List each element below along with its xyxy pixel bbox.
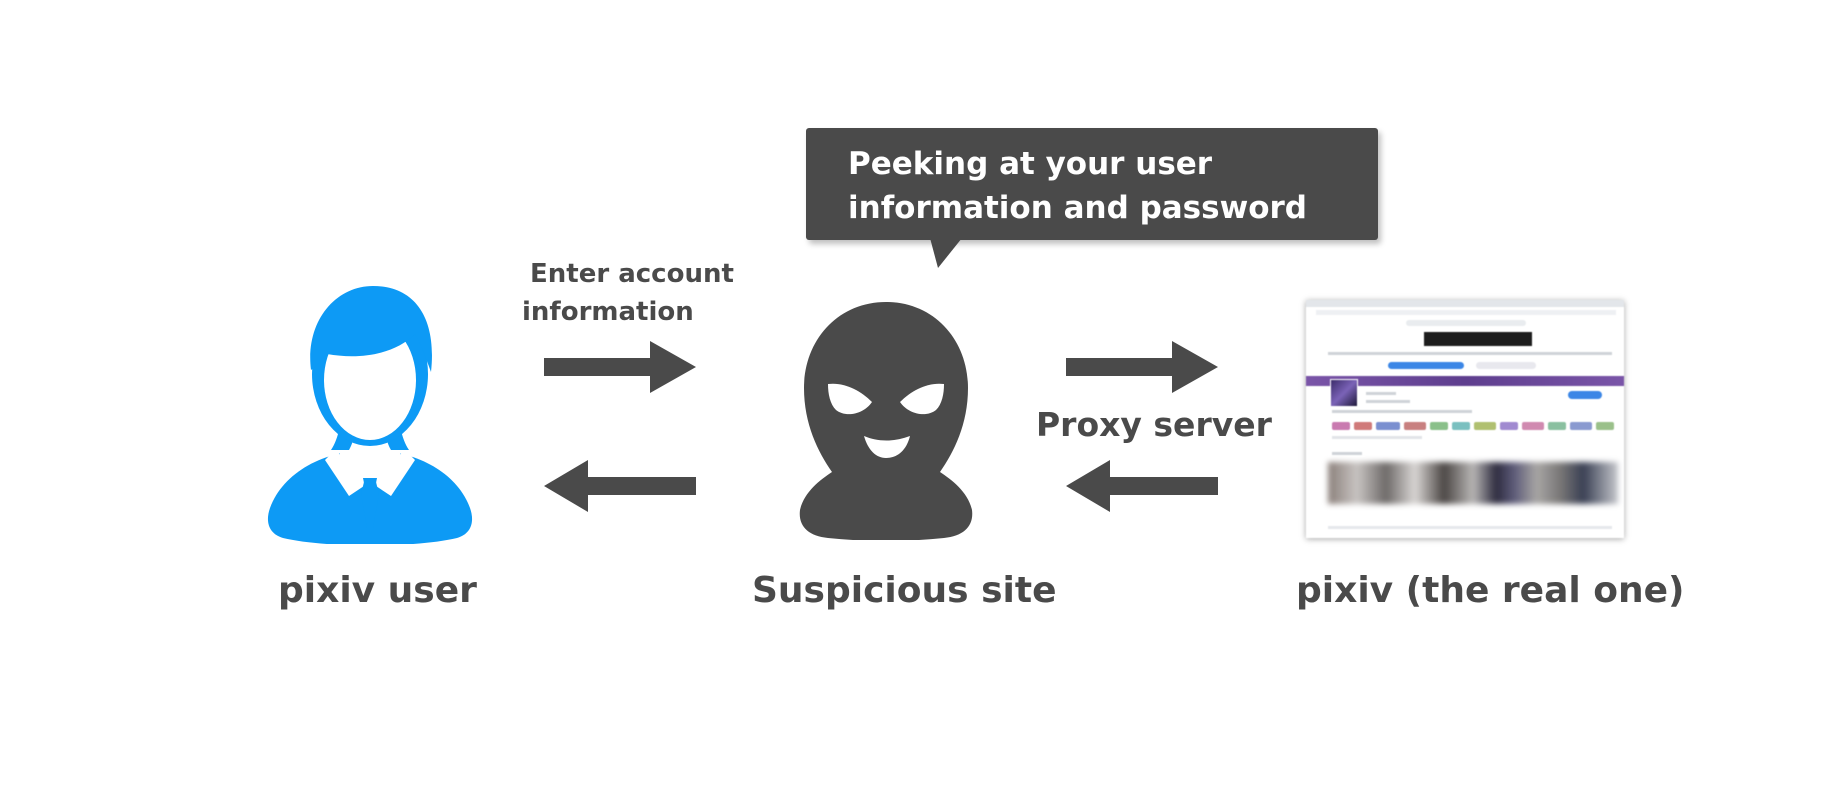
enter-account-line-1: Enter account [530,259,734,289]
speech-bubble-line-2: information and password [848,190,1307,226]
proxy-arrow-left-icon [1066,460,1218,512]
speech-bubble-tail [930,238,962,268]
proxy-server-label: Proxy server [1036,405,1272,444]
proxy-arrow-right-icon [1066,341,1218,393]
masked-criminal-icon [799,302,973,540]
businessman-icon [267,286,473,544]
arrow-right-icon [544,341,696,393]
pixiv-real-label: pixiv (the real one) [1296,570,1685,611]
pixiv-user-label: pixiv user [278,570,477,611]
arrow-left-icon [544,460,696,512]
suspicious-site-label: Suspicious site [752,570,1057,611]
speech-bubble-line-1: Peeking at your user [848,146,1213,182]
enter-account-label: Enter account information [522,255,734,331]
pixiv-page-screenshot [1306,300,1624,538]
speech-bubble [806,128,1378,240]
speech-bubble-text: Peeking at your user information and pas… [848,142,1368,230]
enter-account-line-2: information [522,297,694,327]
